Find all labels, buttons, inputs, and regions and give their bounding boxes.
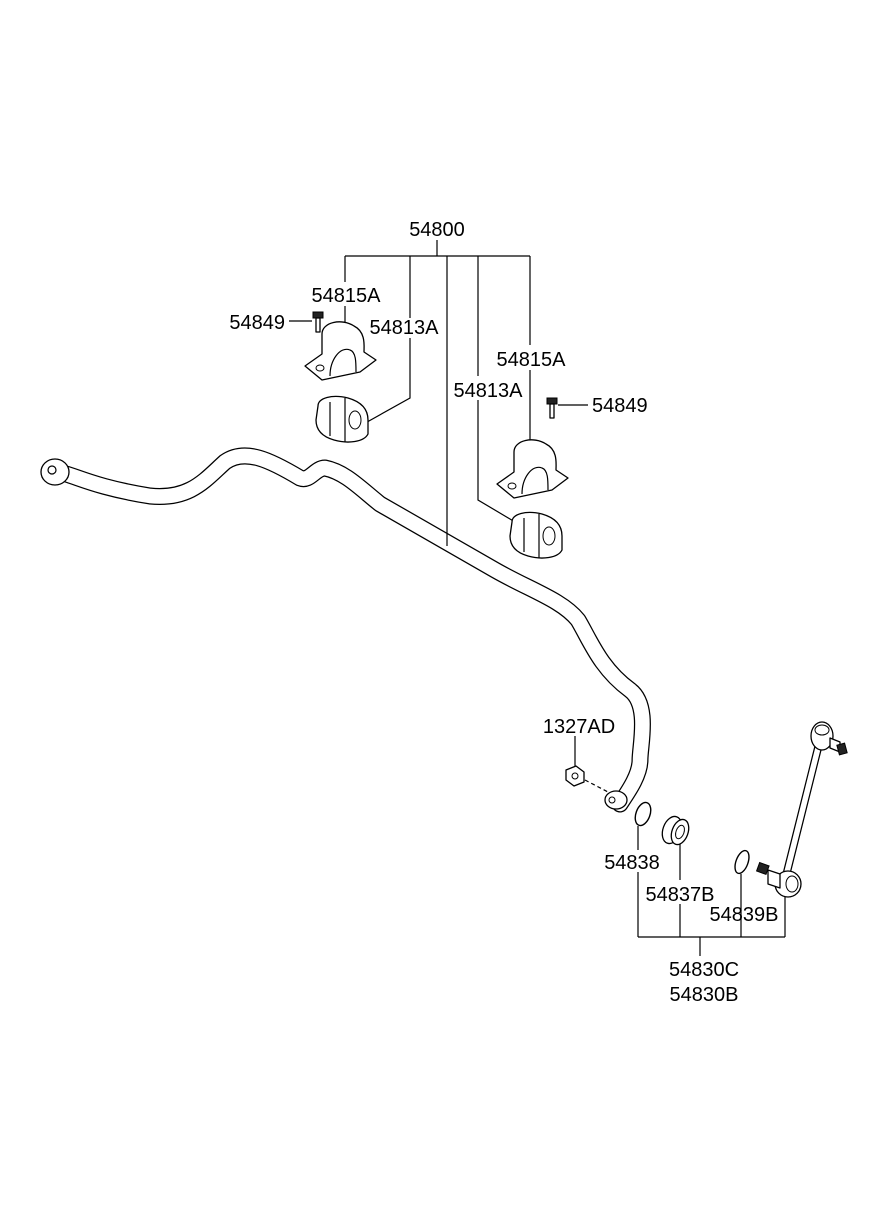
nut	[565, 765, 585, 787]
bracket-right	[496, 439, 569, 499]
label-link-ring: 54839B	[710, 904, 779, 926]
label-link-c: 54830C	[669, 959, 739, 981]
label-bolt-right: 54849	[592, 395, 648, 417]
label-link-bushing: 54837B	[646, 884, 715, 906]
washer	[634, 801, 652, 827]
bolt-left	[312, 311, 324, 333]
bolt-right	[546, 397, 558, 419]
label-bracket-left: 54815A	[312, 285, 382, 307]
stabilizer-link	[755, 721, 848, 898]
bushing-right	[509, 511, 563, 559]
label-bracket-right: 54815A	[497, 349, 567, 371]
stabilizer-bar	[40, 447, 651, 813]
link-bushing	[661, 815, 690, 846]
part-labels: 54800 54815A 54849 54813A 54815A 54813A …	[229, 219, 778, 1006]
label-bushing-left: 54813A	[370, 317, 440, 339]
link-ring	[734, 849, 750, 875]
bracket-left	[304, 321, 377, 381]
label-bushing-right: 54813A	[454, 380, 524, 402]
label-bolt-left: 54849	[229, 312, 285, 334]
leader-lines	[289, 240, 786, 956]
label-washer: 54838	[604, 852, 660, 874]
label-link-b: 54830B	[670, 984, 739, 1006]
label-assembly: 54800	[409, 219, 465, 241]
label-nut: 1327AD	[543, 716, 615, 738]
bushing-left	[315, 395, 369, 443]
